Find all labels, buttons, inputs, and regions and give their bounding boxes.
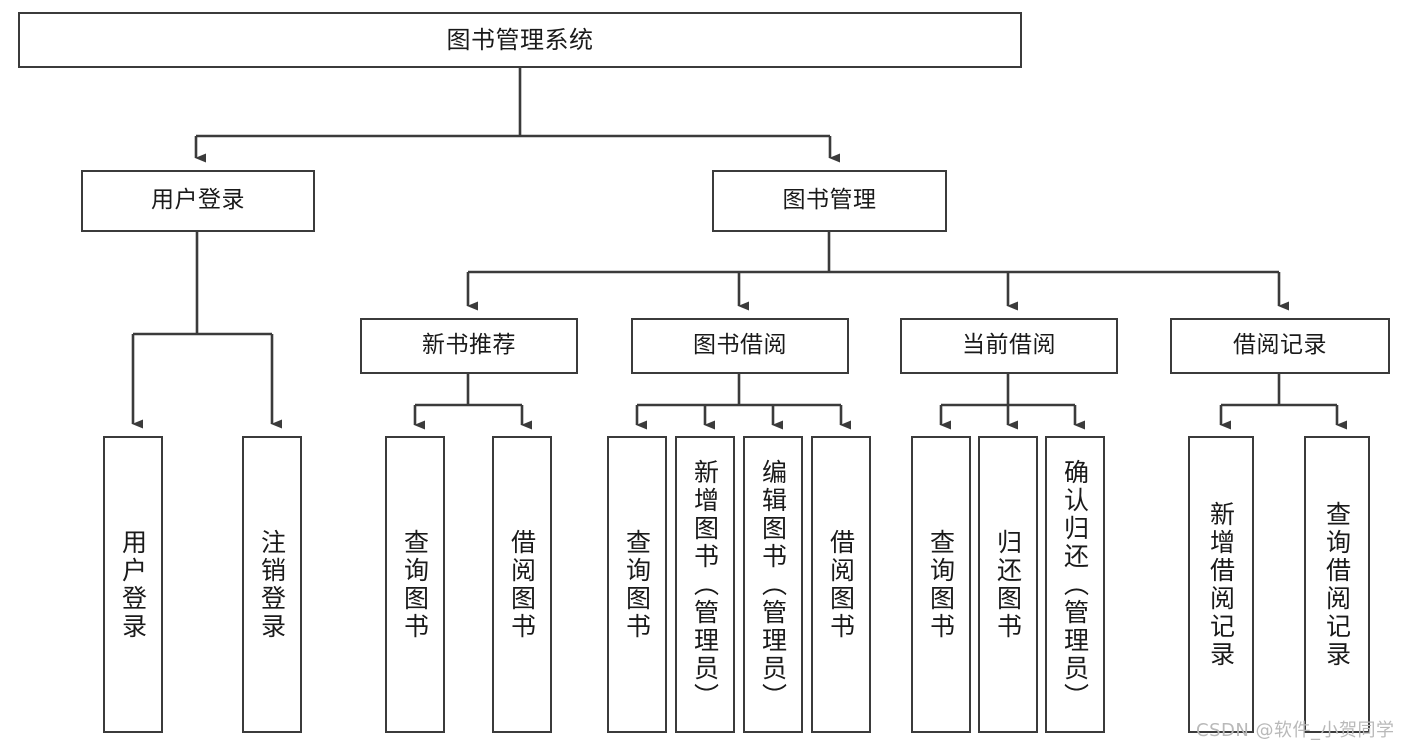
node-label: 确认归还（管理员） xyxy=(1060,458,1090,711)
node-label: 用户登录 xyxy=(118,528,148,641)
node-label: 查询图书 xyxy=(622,528,652,641)
node-leaf-query-book-1[interactable]: 查询图书 xyxy=(385,436,445,733)
node-leaf-edit-book[interactable]: 编辑图书（管理员） xyxy=(743,436,803,733)
node-label: 新书推荐 xyxy=(422,332,516,359)
node-label: 图书借阅 xyxy=(693,332,787,359)
node-leaf-add-record[interactable]: 新增借阅记录 xyxy=(1188,436,1254,733)
node-label: 注销登录 xyxy=(257,528,287,641)
node-leaf-query-record[interactable]: 查询借阅记录 xyxy=(1304,436,1370,733)
node-label: 用户登录 xyxy=(151,187,245,214)
node-leaf-confirm-return[interactable]: 确认归还（管理员） xyxy=(1045,436,1105,733)
node-label: 查询借阅记录 xyxy=(1322,500,1352,669)
node-leaf-borrow-book-2[interactable]: 借阅图书 xyxy=(811,436,871,733)
node-label: 新增借阅记录 xyxy=(1206,500,1236,669)
node-label: 借阅图书 xyxy=(826,528,856,641)
node-new-book-recommend[interactable]: 新书推荐 xyxy=(360,318,578,374)
watermark: CSDN @软件_小贺同学 xyxy=(1196,720,1395,741)
node-label: 查询图书 xyxy=(400,528,430,641)
node-leaf-query-book-2[interactable]: 查询图书 xyxy=(607,436,667,733)
node-label: 当前借阅 xyxy=(962,332,1056,359)
node-book-borrow[interactable]: 图书借阅 xyxy=(631,318,849,374)
node-label: 图书管理系统 xyxy=(446,25,594,54)
node-label: 编辑图书（管理员） xyxy=(758,458,788,711)
node-root-book-management-system[interactable]: 图书管理系统 xyxy=(18,12,1022,68)
node-leaf-logout[interactable]: 注销登录 xyxy=(242,436,302,733)
node-borrow-record[interactable]: 借阅记录 xyxy=(1170,318,1390,374)
node-current-borrow[interactable]: 当前借阅 xyxy=(900,318,1118,374)
node-label: 图书管理 xyxy=(782,187,877,214)
node-label: 新增图书（管理员） xyxy=(690,458,720,711)
node-book-management[interactable]: 图书管理 xyxy=(712,170,947,232)
node-label: 借阅图书 xyxy=(507,528,537,641)
node-leaf-user-login[interactable]: 用户登录 xyxy=(103,436,163,733)
node-user-login[interactable]: 用户登录 xyxy=(81,170,315,232)
node-leaf-add-book[interactable]: 新增图书（管理员） xyxy=(675,436,735,733)
node-label: 借阅记录 xyxy=(1233,332,1327,359)
node-leaf-return-book[interactable]: 归还图书 xyxy=(978,436,1038,733)
node-leaf-query-book-3[interactable]: 查询图书 xyxy=(911,436,971,733)
node-leaf-borrow-book-1[interactable]: 借阅图书 xyxy=(492,436,552,733)
node-label: 查询图书 xyxy=(926,528,956,641)
node-label: 归还图书 xyxy=(993,528,1023,641)
